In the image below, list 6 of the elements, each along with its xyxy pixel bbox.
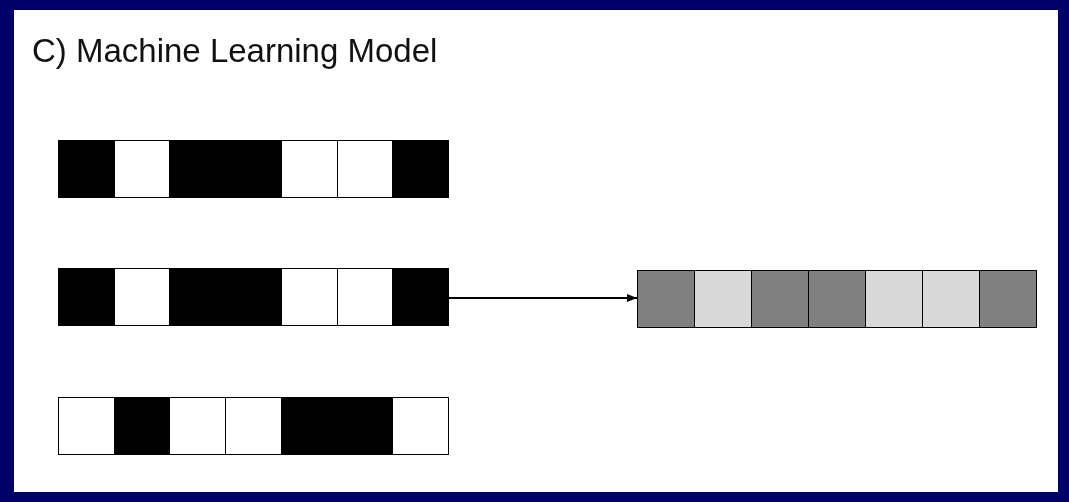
cell-strip	[637, 270, 1037, 328]
cell-strip	[58, 397, 449, 455]
slide-title: C) Machine Learning Model	[32, 32, 438, 70]
cell-strip	[58, 140, 449, 198]
arrow	[448, 294, 638, 302]
cell-strip	[58, 268, 449, 326]
